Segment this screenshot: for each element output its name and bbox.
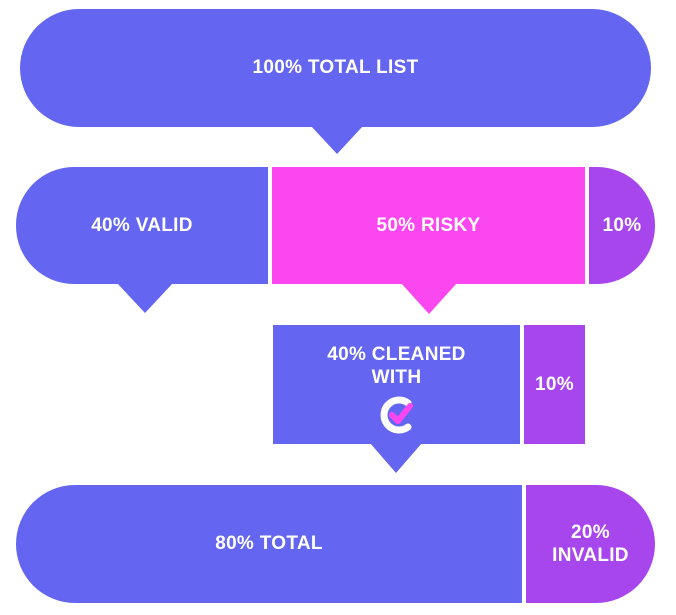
- valid-label: 40% VALID: [91, 214, 193, 236]
- invalid-split-label: 10%: [602, 214, 642, 236]
- risky-block: 50% RISKY: [272, 167, 585, 284]
- total-list-label: 100% TOTAL LIST: [252, 57, 419, 78]
- cleaned-label-line1: 40% CLEANED: [327, 344, 466, 365]
- cleaner-check-logo-icon: [375, 393, 419, 443]
- invalid-result-line1: 20%: [571, 522, 610, 543]
- invalid-split-block: 10%: [589, 167, 655, 284]
- total-list-pointer: [311, 126, 363, 154]
- invalid-result-line2: INVALID: [552, 545, 629, 566]
- total-result-label: 80% TOTAL: [215, 533, 323, 554]
- invalid-result-block: 20% INVALID: [526, 485, 655, 603]
- risky-pointer: [401, 283, 457, 314]
- remainder-block: 10%: [524, 325, 585, 444]
- remainder-label: 10%: [535, 373, 574, 395]
- valid-pointer: [117, 283, 173, 313]
- total-result-block: 80% TOTAL: [16, 485, 522, 603]
- risky-label: 50% RISKY: [376, 214, 481, 236]
- cleaned-pointer: [370, 443, 422, 473]
- cleaned-label-line2: WITH: [371, 367, 422, 388]
- cleaned-block: 40% CLEANED WITH: [273, 325, 520, 444]
- total-list-block: 100% TOTAL LIST: [20, 9, 651, 127]
- valid-block: 40% VALID: [16, 167, 268, 284]
